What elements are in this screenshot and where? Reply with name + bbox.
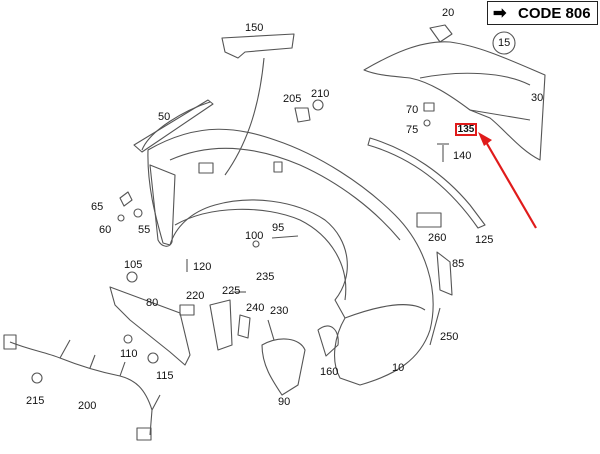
- code-label: CODE 806: [518, 5, 591, 22]
- callout-label: 15: [498, 37, 511, 49]
- callout-label: 65: [91, 201, 104, 213]
- callout-label: 250: [440, 331, 459, 343]
- pointer-arrowhead: [478, 132, 492, 146]
- callout-label: 70: [406, 104, 419, 116]
- callout-label: 240: [246, 302, 265, 314]
- bracket-part: [237, 314, 251, 339]
- callout-label: 220: [186, 290, 205, 302]
- right-arrow-icon: ➡: [493, 5, 507, 22]
- callout-label: 120: [193, 261, 212, 273]
- bumper-cutout-part: [198, 162, 214, 174]
- trim-strip-part: [133, 99, 214, 153]
- left-bracket-part: [109, 286, 191, 366]
- callout-label: 30: [531, 92, 544, 104]
- callout-label: 20: [442, 7, 455, 19]
- callout-label: 80: [146, 297, 159, 309]
- callout-label: 125: [475, 234, 494, 246]
- rod-part: [429, 307, 441, 346]
- pointer-line: [485, 141, 537, 229]
- callout-label: 55: [138, 224, 151, 236]
- callout-label: 140: [453, 150, 472, 162]
- bumper-cover-part: [147, 128, 434, 386]
- callout-label: 110: [120, 348, 138, 360]
- callout-label: 150: [245, 22, 264, 34]
- wiring-harness-part: [9, 339, 161, 436]
- callout-label: 200: [78, 400, 97, 412]
- callout-label: 225: [222, 285, 241, 297]
- bumper-inner-edge: [174, 208, 347, 301]
- callout-label: 115: [156, 370, 174, 382]
- highlighted-part-label: 135: [455, 123, 477, 136]
- bumper-upper-edge: [169, 147, 401, 241]
- callout-label: 100: [245, 230, 264, 242]
- callout-label: 50: [158, 111, 171, 123]
- clip-part: [317, 325, 339, 357]
- callout-label: 10: [392, 362, 405, 374]
- bumper-cutout-part: [273, 161, 283, 173]
- callout-label: 95: [272, 222, 285, 234]
- callout-label: 230: [270, 305, 289, 317]
- bracket-part: [209, 299, 233, 351]
- callout-label: 210: [311, 88, 330, 100]
- side-bracket-part: [436, 251, 453, 296]
- bolt-part: [271, 235, 299, 239]
- callout-label: 75: [406, 124, 419, 136]
- callout-label: 160: [320, 366, 339, 378]
- lower-bracket-part: [261, 338, 306, 396]
- callout-label: 85: [452, 258, 465, 270]
- diffuser-part: [363, 41, 546, 161]
- pin-part: [267, 319, 275, 341]
- curved-trim-part: [367, 137, 486, 229]
- side-panel-part: [149, 164, 176, 247]
- reflector-part: [179, 304, 195, 316]
- sensor-clip-part: [429, 24, 453, 43]
- callout-label: 205: [283, 93, 302, 105]
- callout-label: 260: [428, 232, 447, 244]
- connector-part: [416, 212, 442, 228]
- bracket-plate-part: [221, 33, 295, 59]
- callout-label: 235: [256, 271, 275, 283]
- code-806-box: ➡ CODE 806: [487, 1, 598, 25]
- callout-label: 105: [124, 259, 143, 271]
- bumper-lower-lip: [344, 304, 426, 319]
- callout-label: 215: [26, 395, 45, 407]
- callout-label: 90: [278, 396, 291, 408]
- callout-label: 60: [99, 224, 112, 236]
